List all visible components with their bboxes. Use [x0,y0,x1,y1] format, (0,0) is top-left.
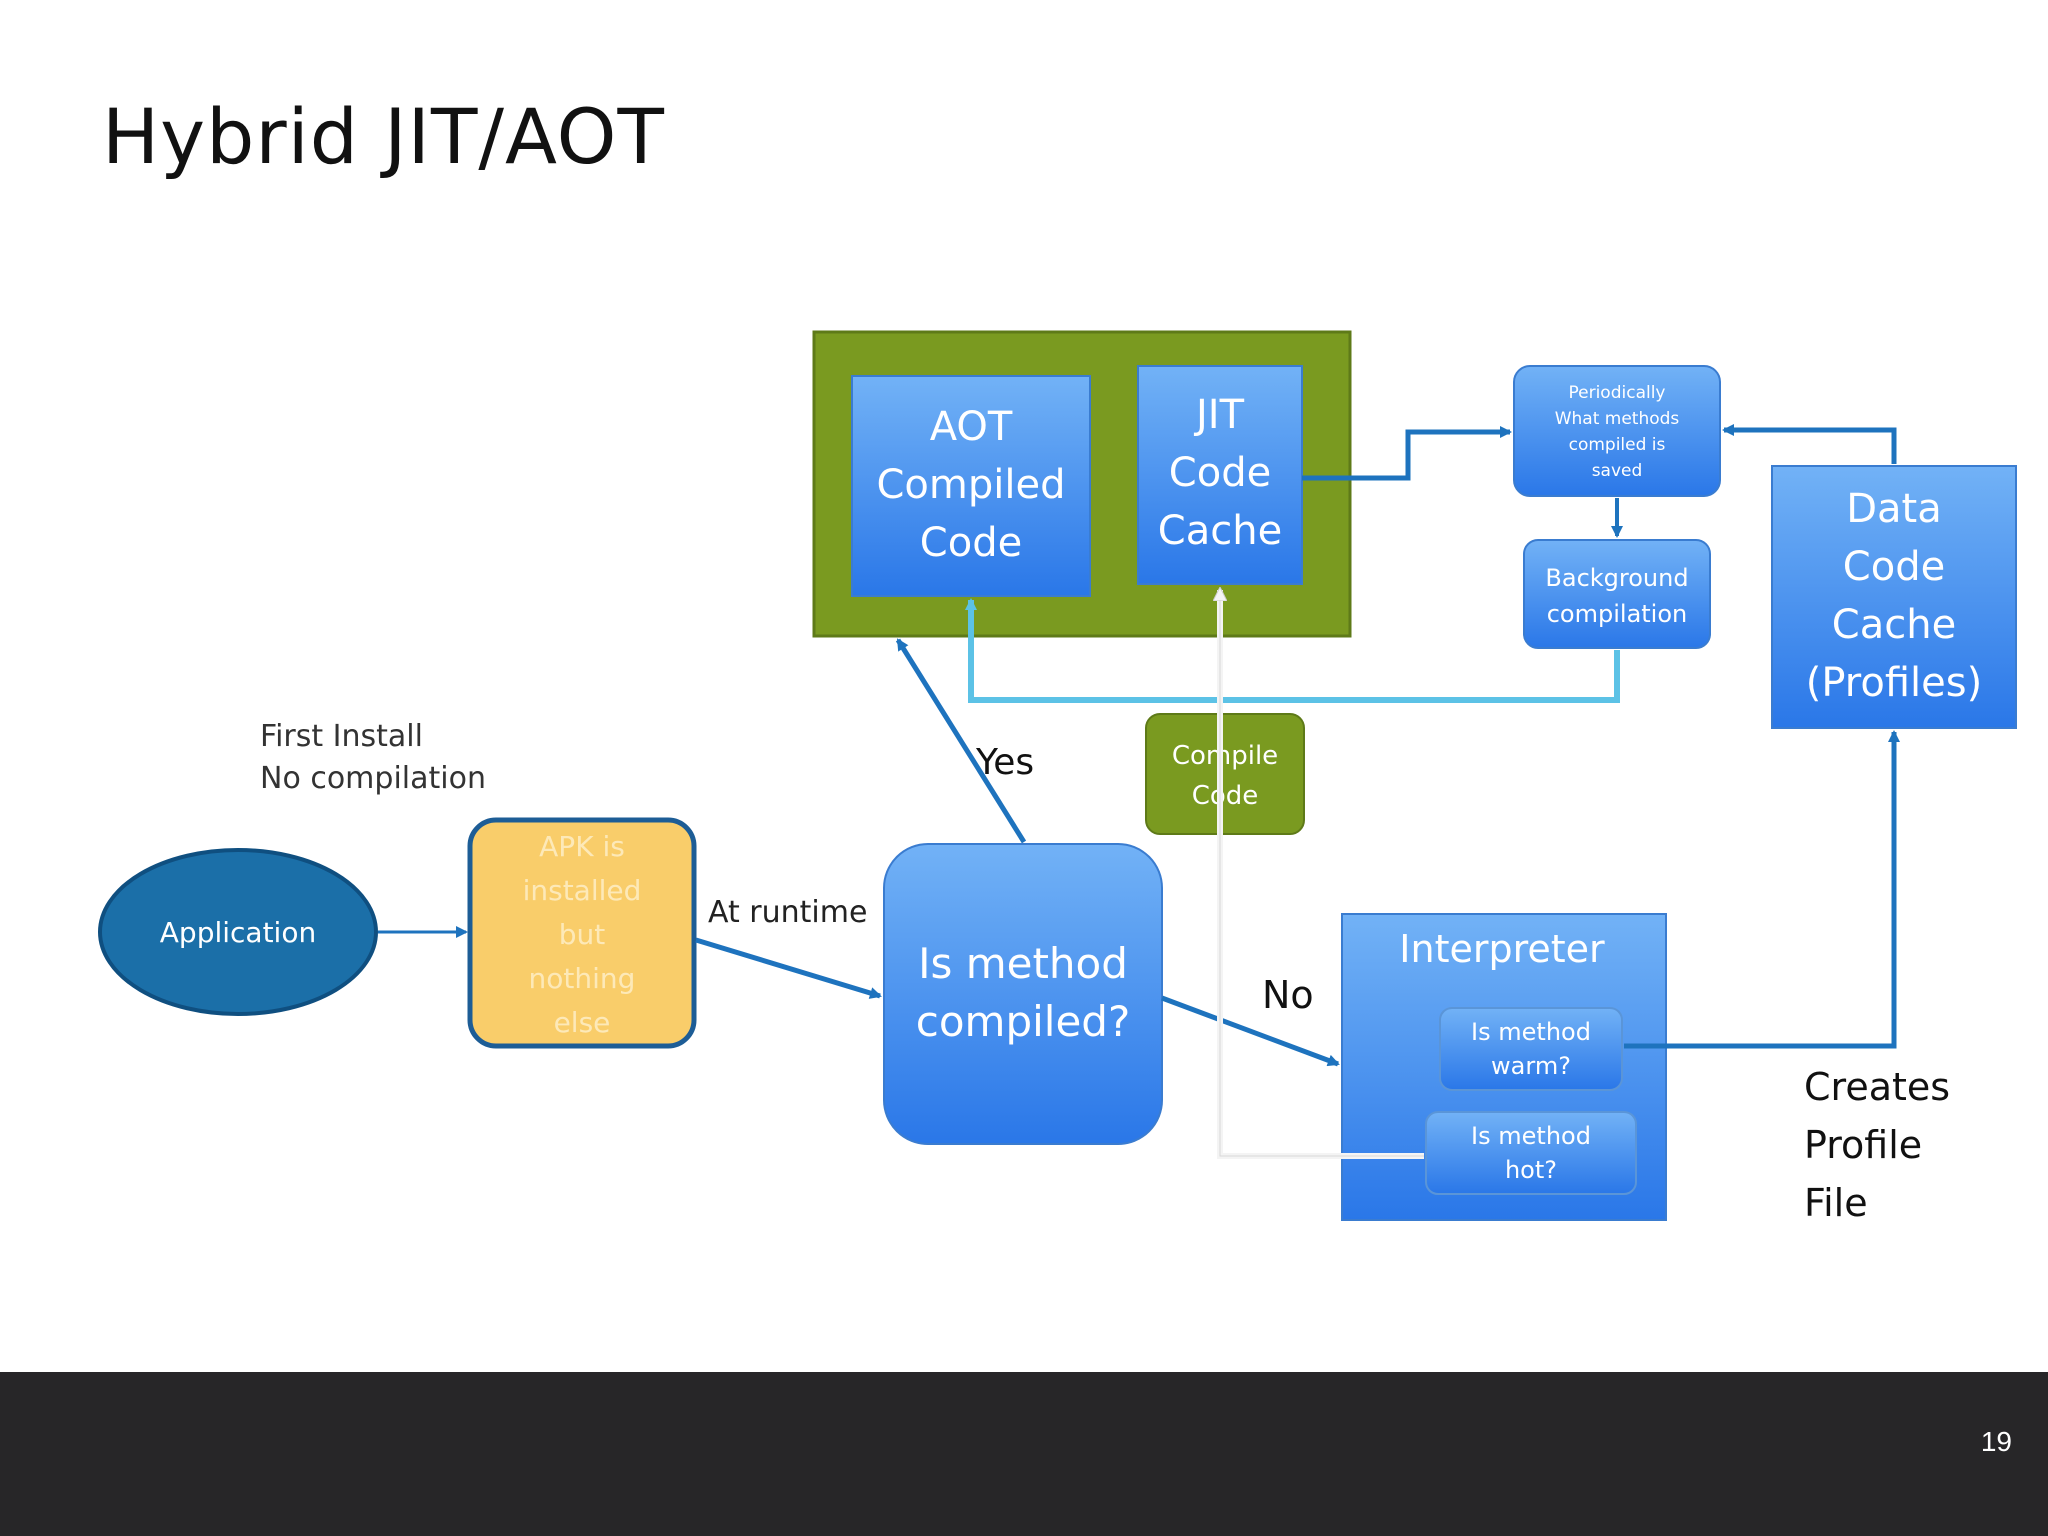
at-runtime-label: At runtime [708,895,867,930]
yes-label: Yes [975,742,1034,783]
data-cache-to-periodically-arrow [1722,424,1897,464]
hot-to-jit-arrow-edge [1219,600,1424,1157]
svg-text:Cache: Cache [1158,508,1282,554]
svg-text:Interpreter: Interpreter [1399,927,1605,971]
first-install-label: First Install [260,719,423,754]
profile-label: Profile [1804,1123,1922,1167]
aot-compiled-code-box: AOT Compiled Code [851,375,1091,597]
svg-text:compilation: compilation [1547,600,1688,628]
yes-arrow [895,638,1027,844]
svg-text:Compiled: Compiled [877,462,1066,508]
page-number: 19 [1980,1426,2012,1457]
svg-text:compiled?: compiled? [916,997,1131,1046]
svg-text:nothing: nothing [529,962,636,995]
background-to-aot-arrow [965,598,1620,703]
svg-text:warm?: warm? [1491,1052,1571,1080]
svg-text:Is method: Is method [918,939,1128,988]
no-compilation-label: No compilation [260,761,486,796]
no-label: No [1262,973,1314,1017]
svg-text:Is method: Is method [1471,1018,1591,1046]
warm-to-data-cache-arrow [1624,730,1900,1049]
is-method-hot-box: Is method hot? [1425,1111,1637,1195]
svg-text:Compile: Compile [1172,741,1278,771]
compile-code-box: Compile Code [1145,713,1305,835]
background-compilation-box: Background compilation [1523,539,1711,649]
no-arrow [1161,995,1340,1067]
application-node: Application [98,848,378,1016]
jit-to-periodically-arrow [1302,426,1512,481]
svg-text:Code: Code [1192,781,1259,811]
is-method-compiled-box: Is method compiled? [883,843,1163,1145]
slide-title: Hybrid JIT/AOT [102,92,665,181]
svg-text:Code: Code [1169,450,1271,496]
footer-bar [0,1372,2048,1536]
svg-text:saved: saved [1592,461,1643,481]
apk-to-compiled-arrow [695,937,882,999]
svg-text:Data: Data [1846,486,1942,532]
apk-installed-box: APK is installed but nothing else [467,817,697,1049]
creates-label: Creates [1804,1065,1950,1109]
jit-code-cache-box: JIT Code Cache [1137,365,1303,585]
svg-text:Periodically: Periodically [1568,383,1665,403]
svg-text:Code: Code [1843,544,1945,590]
svg-text:Code: Code [920,520,1022,566]
svg-text:AOT: AOT [930,404,1013,450]
svg-text:compiled is: compiled is [1569,435,1666,455]
svg-text:JIT: JIT [1193,392,1245,438]
file-label: File [1804,1181,1868,1225]
svg-text:Application: Application [160,916,316,949]
svg-text:(Profiles): (Profiles) [1806,660,1982,706]
svg-text:else: else [554,1006,611,1039]
periodically-saved-box: Periodically What methods compiled is sa… [1513,365,1721,497]
svg-text:Cache: Cache [1832,602,1956,648]
svg-text:What methods: What methods [1555,409,1680,429]
svg-text:but: but [559,918,606,951]
svg-text:Background: Background [1545,564,1688,592]
svg-text:Is method: Is method [1471,1122,1591,1150]
svg-text:hot?: hot? [1505,1156,1557,1184]
data-code-cache-box: Data Code Cache (Profiles) [1771,465,2017,729]
is-method-warm-box: Is method warm? [1439,1007,1623,1091]
svg-text:APK is: APK is [539,830,625,863]
svg-text:installed: installed [523,874,642,907]
